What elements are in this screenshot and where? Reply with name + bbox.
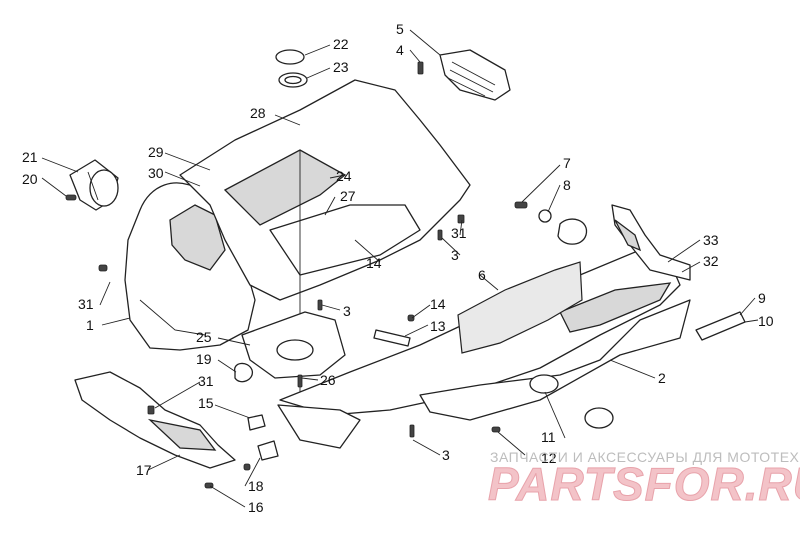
callout-23: 23 [333,59,349,75]
callout-1: 1 [86,317,94,333]
part-vent-5 [439,49,511,101]
callout-33: 33 [703,232,719,248]
callout-31b: 31 [78,296,94,312]
callout-20: 20 [22,171,38,187]
callout-14b: 14 [430,296,446,312]
part-tray-25 [241,311,346,379]
callout-3c: 3 [442,447,450,463]
callout-14a: 14 [366,255,382,271]
callout-6: 6 [478,267,486,283]
callout-13: 13 [430,318,446,334]
callout-8: 8 [563,177,571,193]
callout-12: 12 [541,450,557,466]
callout-10: 10 [758,313,774,329]
leader-lines [41,29,759,508]
callout-19: 19 [196,351,212,367]
watermark: ЗАПЧАСТИ И АКСЕССУАРЫ ДЛЯ МОТОТЕХНИКИ PA… [488,449,800,511]
callout-32: 32 [703,253,719,269]
part-gaskets-22-23 [275,49,308,88]
part-bumper-17 [74,371,236,469]
callout-30: 30 [148,165,164,181]
watermark-brand: PARTSFOR.RU [488,458,800,510]
callout-21: 21 [22,149,38,165]
callout-31c: 31 [198,373,214,389]
callout-5: 5 [396,21,404,37]
part-boot-21 [69,159,119,211]
callout-16: 16 [248,499,264,515]
callout-7: 7 [563,155,571,171]
callout-22: 22 [333,36,349,52]
part-clamp-19 [234,362,253,383]
callout-labels: 21 20 29 30 28 22 23 5 4 24 27 14 3 31 3… [22,21,774,515]
part-rail-33 [611,204,691,281]
callout-31a: 31 [451,225,467,241]
part-strip-9 [695,311,746,341]
part-plug-11 [529,374,614,429]
callout-4: 4 [396,42,404,58]
callout-2: 2 [658,370,666,386]
part-floor-panel-24 [179,79,471,400]
callout-29: 29 [148,144,164,160]
part-foam-6 [457,261,583,354]
callout-3b: 3 [451,247,459,263]
callout-18: 18 [248,478,264,494]
part-pads-15-18 [247,414,279,461]
callout-27: 27 [340,188,356,204]
watermark-caption: ЗАПЧАСТИ И АКСЕССУАРЫ ДЛЯ МОТОТЕХНИКИ [490,449,800,465]
part-plate-13 [373,329,411,347]
hardware-screws [65,61,501,489]
callout-11: 11 [541,429,556,445]
callout-17: 17 [136,462,152,478]
callout-3a: 3 [343,303,351,319]
callout-25: 25 [196,329,212,345]
callout-15: 15 [198,395,214,411]
callout-24: 24 [336,168,352,184]
callout-9: 9 [758,290,766,306]
part-fastener-7-8 [514,201,588,245]
callout-28: 28 [250,105,266,121]
callout-26: 26 [320,372,336,388]
